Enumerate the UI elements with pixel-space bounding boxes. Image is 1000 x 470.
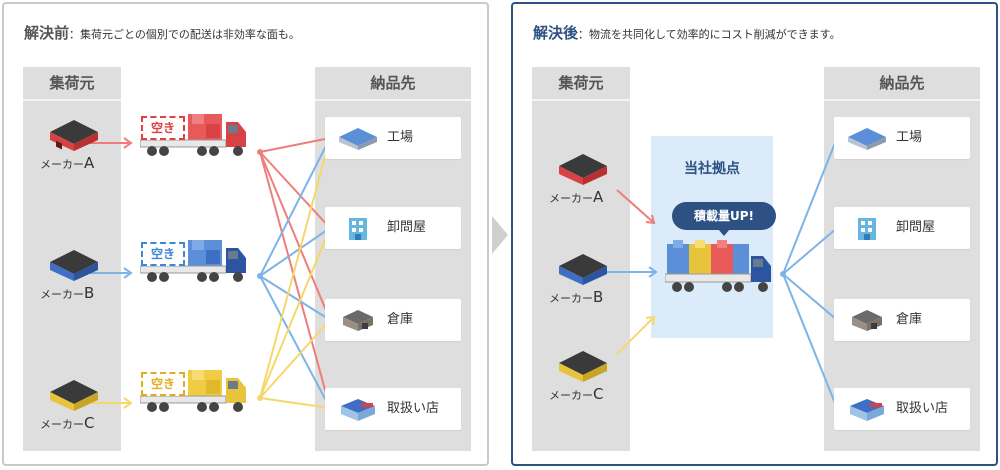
after-dest-factory: 工場 <box>834 117 970 159</box>
after-heading: 解決後 <box>533 24 579 42</box>
route-red-wholesaler <box>259 151 331 229</box>
after-dest-warehouse: 倉庫 <box>834 299 970 341</box>
hub-title: 当社拠点 <box>684 161 740 177</box>
wholesaler-icon <box>349 218 367 240</box>
before-dest-factory: 工場 <box>325 117 461 159</box>
factory-yellow-icon <box>559 351 607 382</box>
route-blue-warehouse <box>259 275 331 321</box>
empty-space-label-blue: 空き <box>141 242 185 266</box>
badge-pointer <box>718 229 730 236</box>
after-subtitle: ：物流を共同化して効率的にコスト削減ができます。 <box>578 28 841 41</box>
route-hub-warehouse <box>782 273 838 321</box>
factory-red-icon <box>559 154 607 185</box>
route-blue-factory <box>259 137 331 277</box>
route-hub-factory <box>782 137 838 275</box>
after-maker-b: メーカーB <box>549 250 615 310</box>
maker-b: メーカーB <box>40 246 106 306</box>
factory-icon <box>848 128 886 150</box>
factory-yellow-icon <box>50 380 98 411</box>
store-icon <box>850 399 884 421</box>
before-heading: 解決前 <box>24 24 70 42</box>
warehouse-icon <box>852 310 882 331</box>
factory-blue-icon <box>559 254 607 285</box>
truck-red: 空き <box>140 112 252 160</box>
truck-yellow: 空き <box>140 368 252 416</box>
route-maker-a-hub <box>616 189 654 223</box>
factory-red-icon <box>50 120 98 151</box>
load-up-badge: 積載量UP! <box>672 202 776 230</box>
route-red-store <box>259 151 331 409</box>
route-yellow-factory <box>259 137 331 399</box>
route-maker-c-hub <box>616 317 654 355</box>
arrow-head-a <box>123 137 133 149</box>
before-dest-store: 取扱い店 <box>325 388 461 430</box>
maker-a: メーカーA <box>40 116 106 176</box>
route-yellow-wholesaler <box>259 227 331 399</box>
route-hub-store <box>782 273 838 409</box>
warehouse-icon <box>343 310 373 331</box>
before-dest-warehouse: 倉庫 <box>325 299 461 341</box>
before-dest-header: 納品先 <box>315 67 471 101</box>
route-yellow-warehouse <box>259 319 331 399</box>
after-route-lines <box>607 135 840 411</box>
route-yellow-store <box>259 397 331 409</box>
after-maker-a: メーカーA <box>549 150 615 210</box>
route-red-factory <box>259 137 331 153</box>
arrow-head-c <box>123 397 133 409</box>
maker-c: メーカーC <box>40 376 106 436</box>
truck-blue: 空き <box>140 238 252 286</box>
after-title: 解決後：物流を共同化して効率的にコスト削減ができます。 <box>533 22 841 43</box>
factory-blue-icon <box>50 250 98 281</box>
before-title: 解決前：集荷元ごとの個別での配送は非効率な面も。 <box>24 22 300 43</box>
before-route-lines <box>90 135 333 411</box>
consolidated-truck <box>664 240 777 300</box>
before-panel: 解決前：集荷元ごとの個別での配送は非効率な面も。 集荷元 納品先 <box>2 2 489 466</box>
after-dest-header: 納品先 <box>824 67 980 101</box>
empty-space-label-yellow: 空き <box>141 372 185 396</box>
before-subtitle: ：集荷元ごとの個別での配送は非効率な面も。 <box>69 28 300 41</box>
arrow-head-b <box>123 267 133 279</box>
company-hub: 当社拠点 積載量UP! <box>651 136 776 338</box>
route-blue-wholesaler <box>259 227 331 277</box>
after-shipper-header: 集荷元 <box>532 67 630 101</box>
route-hub-wholesaler <box>782 227 838 275</box>
after-panel: 解決後：物流を共同化して効率的にコスト削減ができます。 集荷元 納品先 当社拠点… <box>511 2 998 466</box>
factory-icon <box>339 128 377 150</box>
route-blue-store <box>259 275 331 409</box>
next-arrow-icon <box>492 216 508 254</box>
route-red-warehouse <box>259 151 331 321</box>
store-icon <box>341 399 375 421</box>
after-dest-wholesaler: 卸問屋 <box>834 207 970 249</box>
after-dest-store: 取扱い店 <box>834 388 970 430</box>
wholesaler-icon <box>858 218 876 240</box>
after-maker-c: メーカーC <box>549 347 615 407</box>
before-shipper-header: 集荷元 <box>23 67 121 101</box>
empty-space-label-red: 空き <box>141 116 185 140</box>
before-dest-wholesaler: 卸問屋 <box>325 207 461 249</box>
